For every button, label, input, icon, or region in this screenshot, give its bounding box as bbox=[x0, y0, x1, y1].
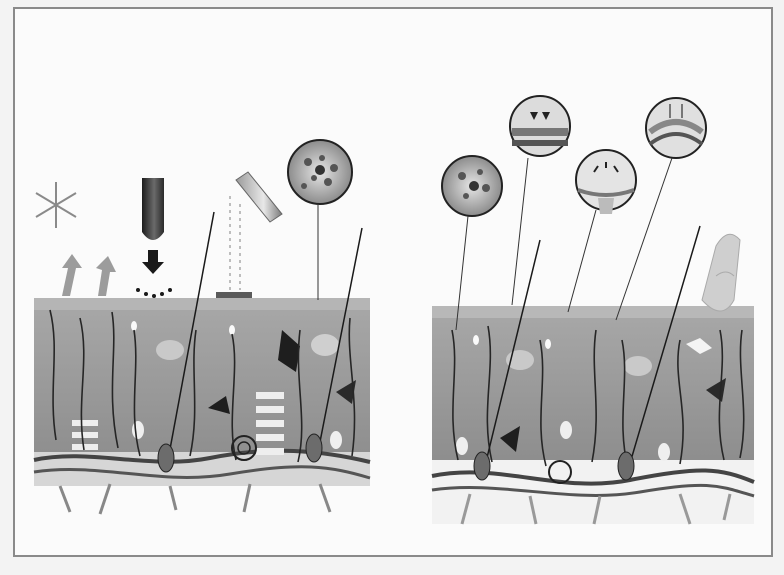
skin-sensory-diagram bbox=[0, 0, 784, 575]
